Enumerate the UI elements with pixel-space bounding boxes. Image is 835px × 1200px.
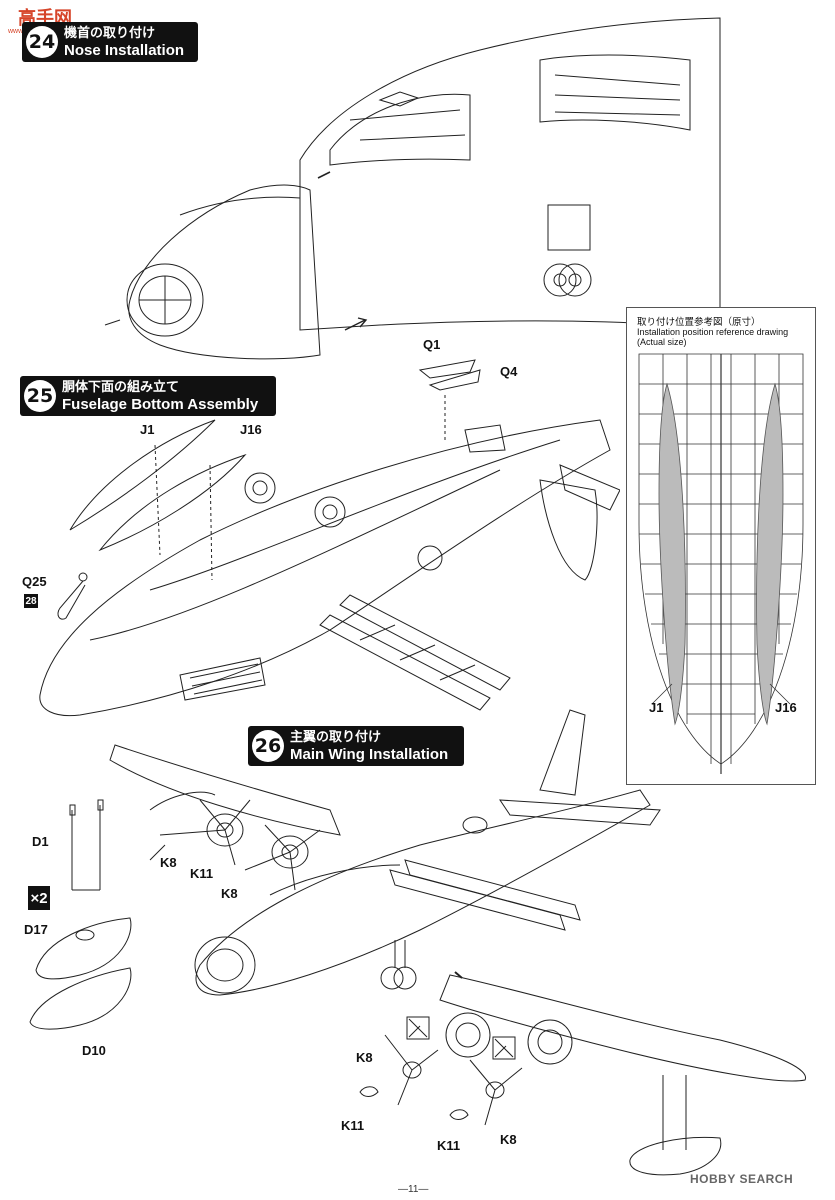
reference-grid-drawing: [627, 344, 815, 784]
quantity-multiplier: ×2: [28, 886, 50, 910]
part-label-k8: K8: [500, 1132, 517, 1147]
part-label-d17: D17: [24, 922, 48, 937]
wing-installation-drawing: [0, 700, 835, 1180]
part-label-q4: Q4: [500, 364, 518, 379]
step-title-jp: 主翼の取り付け: [290, 730, 382, 745]
step-number: 26: [252, 730, 284, 762]
part-label-j16: J16: [240, 422, 262, 437]
reference-label-j16: J16: [775, 700, 797, 715]
step-title-en: Fuselage Bottom Assembly: [62, 396, 259, 413]
nose-installation-drawing: [0, 0, 835, 360]
page-number: —11—: [398, 1184, 429, 1195]
step-title-en: Main Wing Installation: [290, 746, 449, 763]
fuselage-bottom-drawing: [0, 340, 620, 730]
part-label-k11: K11: [437, 1138, 461, 1153]
step-title-en: Nose Installation: [64, 42, 185, 59]
reference-drawing-panel: 取り付け位置参考図（原寸） Installation position refe…: [626, 307, 816, 785]
step-title-jp: 胴体下面の組み立て: [62, 380, 180, 395]
part-label-k11: K11: [190, 866, 214, 881]
part-label-q1: Q1: [423, 337, 441, 352]
part-label-j1: J1: [140, 422, 155, 437]
part-label-q25: Q25: [22, 574, 47, 589]
part-label-k8: K8: [356, 1050, 373, 1065]
step-reference-badge: 28: [24, 594, 38, 608]
step-24-header: 24 機首の取り付け Nose Installation: [22, 22, 198, 62]
reference-label-j1: J1: [649, 700, 664, 715]
reference-title-en: Installation position reference drawing …: [637, 327, 789, 347]
step-number: 25: [24, 380, 56, 412]
step-26-header: 26 主翼の取り付け Main Wing Installation: [248, 726, 464, 766]
step-25-header: 25 胴体下面の組み立て Fuselage Bottom Assembly: [20, 376, 276, 416]
reference-title-jp: 取り付け位置参考図（原寸）: [637, 317, 761, 328]
part-label-d1: D1: [32, 834, 49, 849]
step-number: 24: [26, 26, 58, 58]
part-label-d10: D10: [82, 1043, 106, 1058]
part-label-k8: K8: [221, 886, 238, 901]
part-label-k11: K11: [341, 1118, 365, 1133]
step-title-jp: 機首の取り付け: [64, 26, 156, 41]
hobbysearch-watermark: HOBBY SEARCH: [690, 1172, 794, 1186]
part-label-k8: K8: [160, 855, 177, 870]
